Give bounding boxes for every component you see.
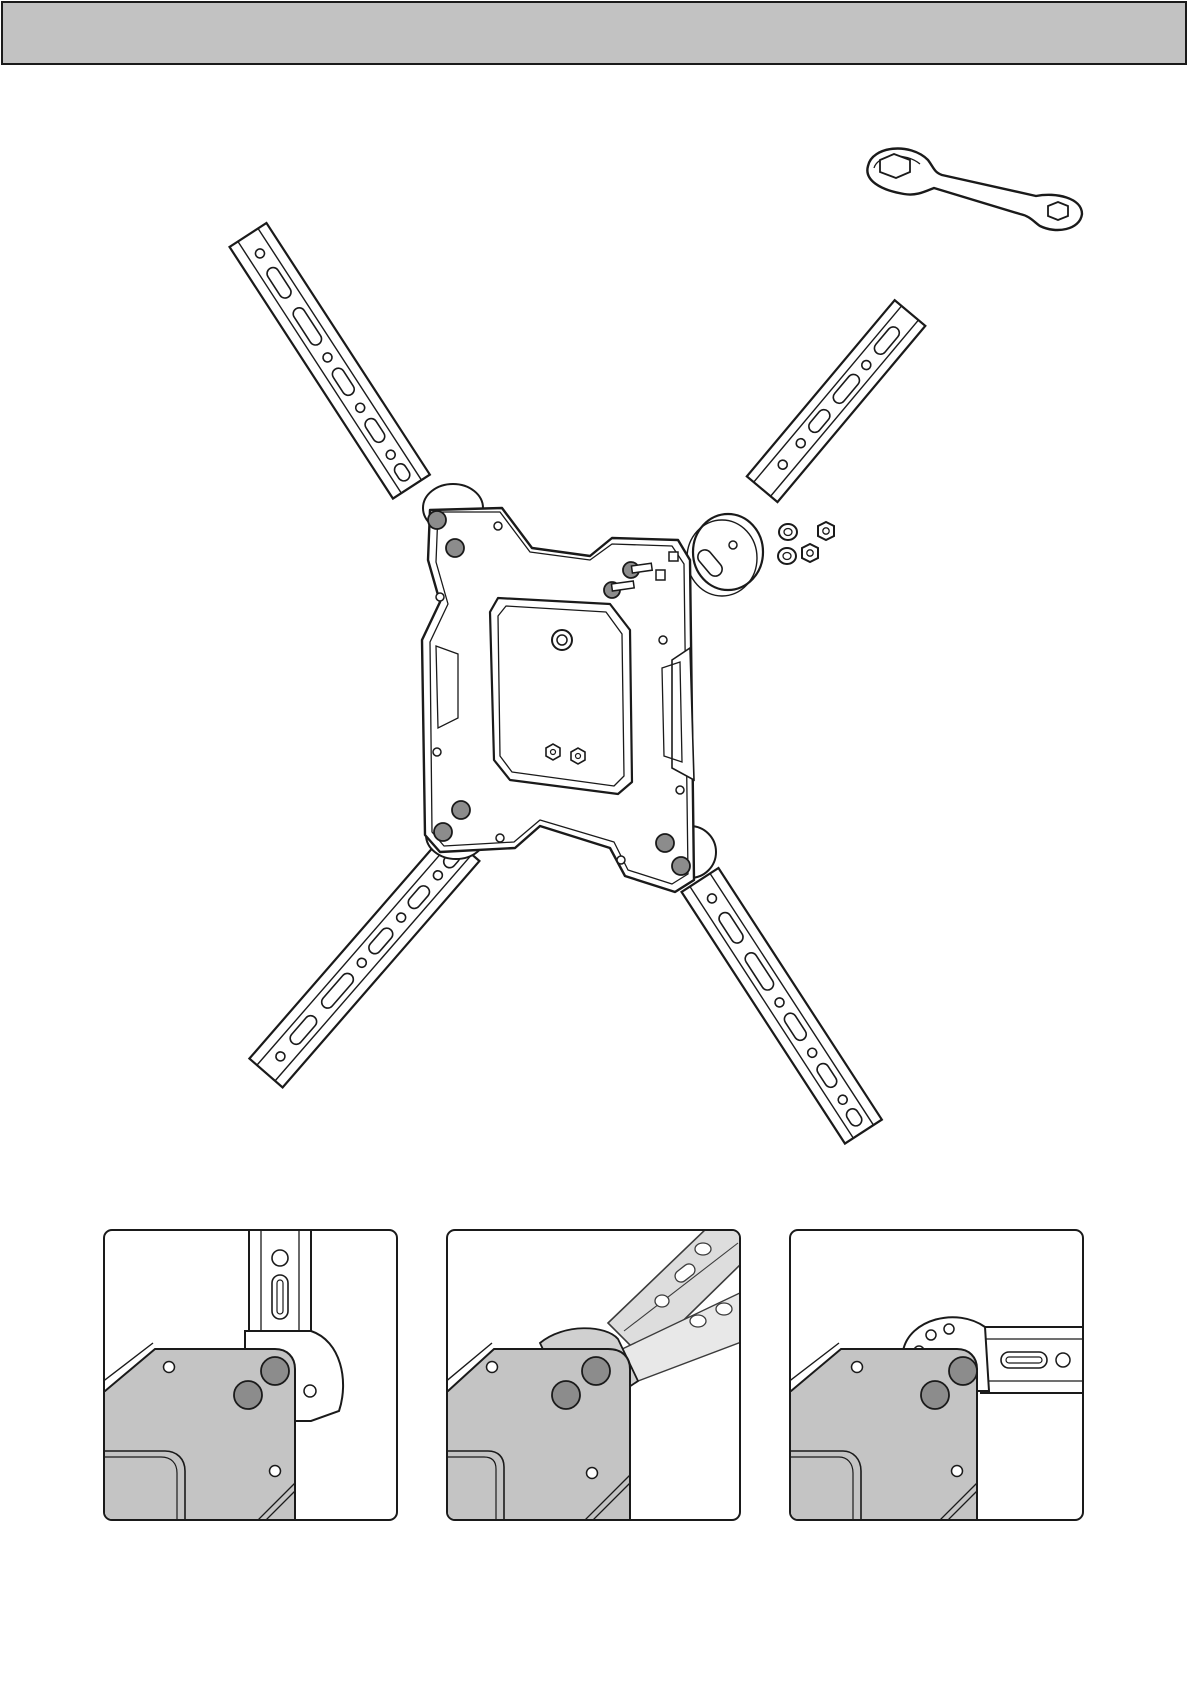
detail-panel-arm-vertical	[103, 1229, 398, 1521]
wrench-icon	[867, 149, 1082, 230]
adjustment-arm-right-top	[747, 300, 925, 502]
main-assembly-figure	[0, 0, 1190, 1200]
arm-pivot-disc	[687, 514, 763, 596]
nut-icon	[571, 748, 585, 764]
nut-icon	[818, 522, 834, 540]
detail-panel-arm-horizontal	[789, 1229, 1084, 1521]
washer-icon	[778, 548, 796, 564]
washer-icon	[779, 524, 797, 540]
adjustment-arm-left-top	[230, 223, 430, 499]
nut-icon	[802, 544, 818, 562]
detail-panel-arm-rotating	[446, 1229, 741, 1521]
nut-icon	[546, 744, 560, 760]
adjustment-arm-right-bottom	[682, 868, 882, 1144]
mounting-plate	[422, 508, 694, 892]
adjustment-arm-left-bottom	[249, 832, 479, 1087]
